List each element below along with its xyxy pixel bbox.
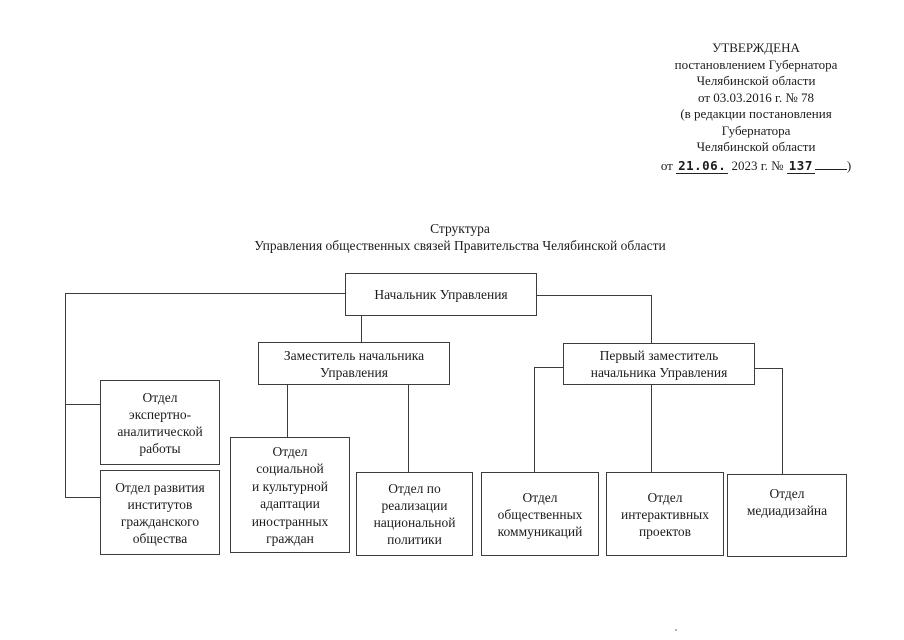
org-box-national-policy-dept: Отдел по реализации национальной политик… — [356, 472, 473, 556]
connector-first-deputy-left-stub — [534, 367, 563, 368]
connector-to-communications-dept — [534, 367, 535, 472]
approval-closing-paren: ) — [846, 157, 852, 173]
scan-artifact-dot — [675, 629, 677, 631]
approval-line: (в редакции постановления — [680, 106, 832, 121]
document-title-line2: Управления общественных связей Правитель… — [254, 238, 666, 253]
connector-deputy-to-national-policy — [408, 385, 409, 472]
org-box-civil-society-dept: Отдел развития институтов гражданского о… — [100, 470, 220, 555]
approval-line: Губернатора — [721, 122, 791, 138]
org-box-expert-analytical-dept: Отдел экспертно- аналитической работы — [100, 380, 220, 465]
blank-underline — [814, 157, 847, 170]
connector-to-interactive-dept — [651, 385, 652, 472]
approval-line: УТВЕРЖДЕНА — [712, 40, 800, 55]
org-box-interactive-projects-dept: Отдел интерактивных проектов — [606, 472, 724, 556]
connector-head-to-deputy — [361, 316, 362, 342]
org-box-public-communications-dept: Отдел общественных коммуникаций — [481, 472, 599, 556]
approval-final-line: от 21.06. 2023 г. № 137) — [620, 157, 892, 175]
connector-stub-expert-dept — [65, 404, 100, 405]
connector-deputy-to-adaptation-dept — [287, 385, 288, 437]
org-box-deputy-head: Заместитель начальника Управления — [258, 342, 450, 385]
approval-line: Челябинской области — [696, 139, 816, 154]
org-box-first-deputy-head: Первый заместитель начальника Управления — [563, 343, 755, 385]
approval-line: Челябинской области — [696, 73, 816, 88]
handwritten-number: 137 — [786, 157, 815, 174]
connector-left-trunk — [65, 293, 66, 498]
handwritten-date: 21.06. — [676, 157, 729, 174]
document-title: Структура Управления общественных связей… — [60, 220, 860, 254]
org-box-mediadesign-dept: Отдел медиадизайна — [727, 474, 847, 557]
approval-final-prefix: от — [660, 157, 673, 173]
approval-line: постановлением Губернатора — [674, 56, 838, 72]
connector-first-deputy-right-stub — [755, 368, 782, 369]
approval-block: УТВЕРЖДЕНА постановлением Губернатора Че… — [620, 40, 892, 174]
approval-final-middle: 2023 г. № — [731, 157, 784, 173]
connector-head-to-left-trunk — [65, 293, 345, 294]
document-title-line1: Структура — [430, 221, 490, 236]
approval-line: от 03.03.2016 г. № 78 — [697, 89, 815, 105]
connector-head-to-first-deputy-h — [537, 295, 651, 296]
connector-head-to-first-deputy-v — [651, 295, 652, 343]
connector-to-mediadesign-dept — [782, 368, 783, 474]
org-box-head-of-department: Начальник Управления — [345, 273, 537, 316]
org-box-foreign-adaptation-dept: Отдел социальной и культурной адаптации … — [230, 437, 350, 553]
connector-stub-civil-society-dept — [65, 497, 100, 498]
